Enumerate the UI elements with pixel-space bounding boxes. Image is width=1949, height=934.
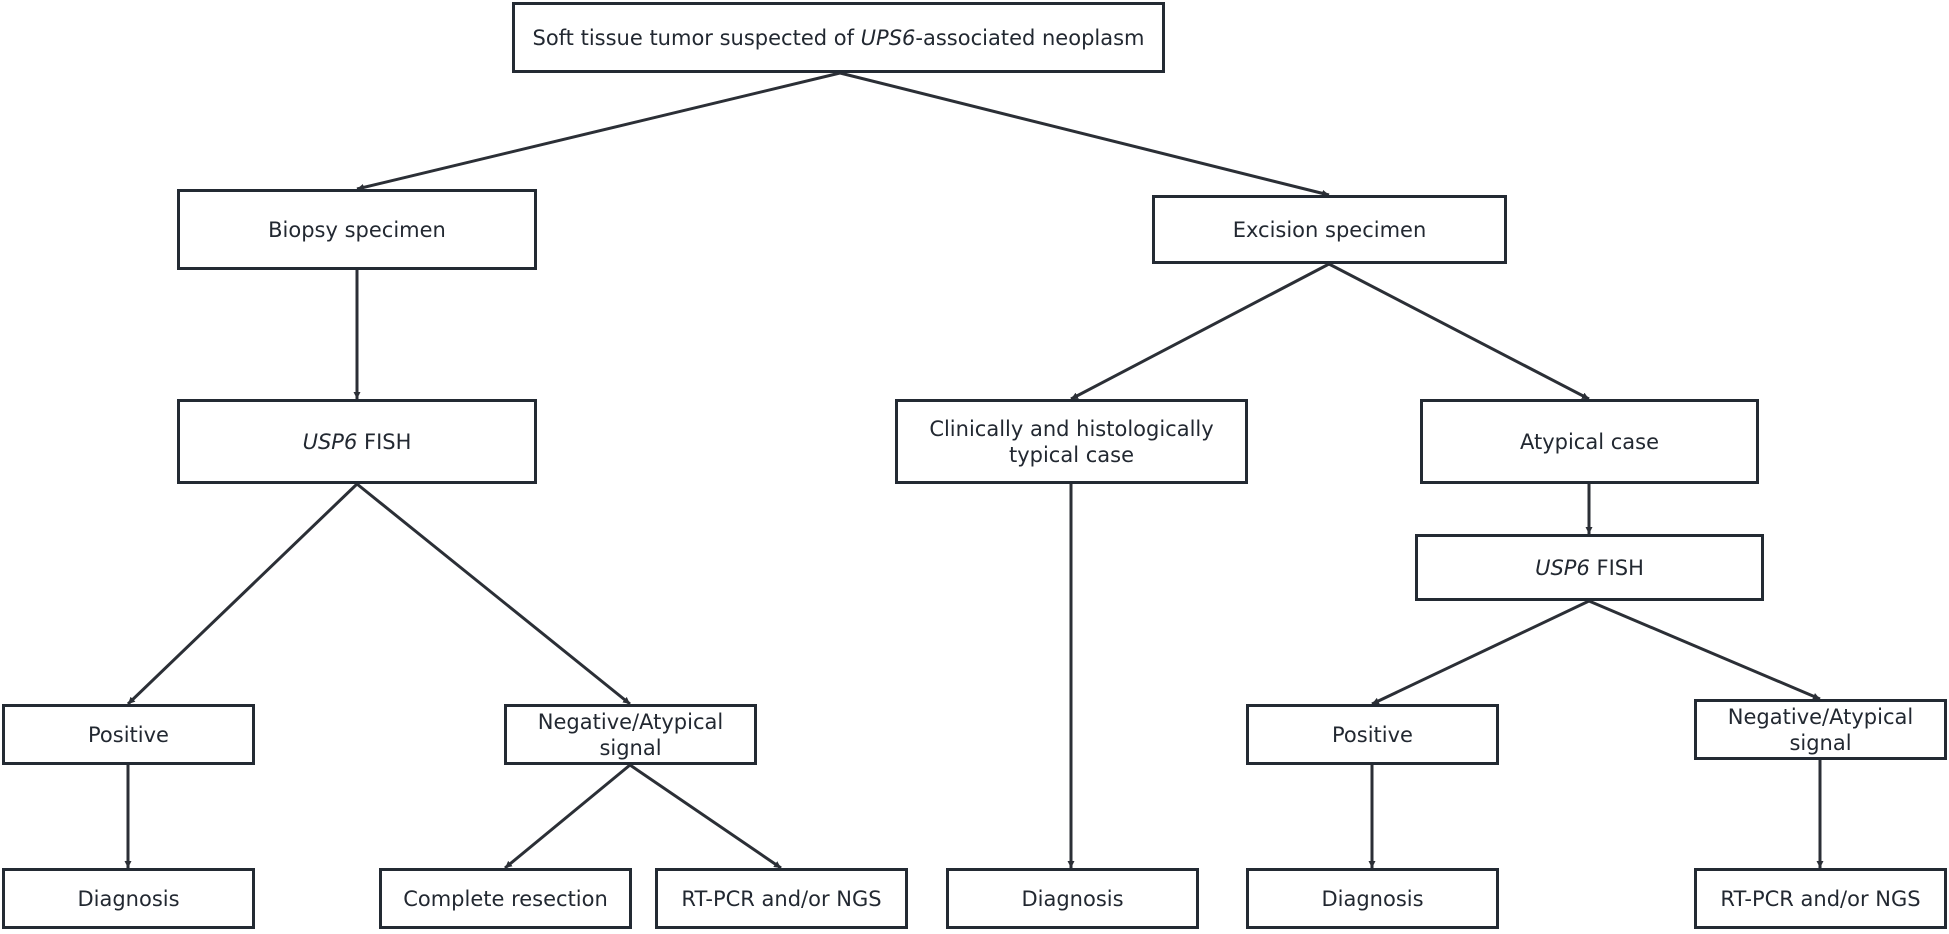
- arrow-excision-to-typical: [1070, 262, 1330, 401]
- diagnosis-middle-label: Diagnosis: [1021, 886, 1124, 911]
- typical-case-node: Clinically and histologically typical ca…: [895, 399, 1248, 484]
- rt-pcr-ngs-right-node: RT-PCR and/or NGS: [1694, 868, 1947, 929]
- arrow-excision-to-atypical: [1328, 262, 1590, 401]
- usp6-fish-left-label: USP6 FISH: [302, 429, 412, 454]
- atypical-case-label: Atypical case: [1519, 429, 1660, 454]
- arrow-root-to-biopsy: [356, 71, 841, 191]
- arrow-root-to-excision: [839, 71, 1330, 197]
- arrow-negative-to-resection: [504, 763, 631, 870]
- rt-pcr-ngs-left-label: RT-PCR and/or NGS: [681, 886, 882, 911]
- complete-resection-node: Complete resection: [379, 868, 632, 929]
- biopsy-specimen-node: Biopsy specimen: [177, 189, 537, 270]
- negative-atypical-right-node: Negative/Atypical signal: [1694, 699, 1947, 760]
- root-node-label: Soft tissue tumor suspected of UPS6-asso…: [532, 25, 1145, 50]
- arrow-negative-to-rtpcr: [629, 763, 782, 870]
- usp6-fish-right-label: USP6 FISH: [1535, 555, 1644, 580]
- positive-left-label: Positive: [88, 722, 169, 747]
- positive-right-label: Positive: [1332, 722, 1413, 747]
- positive-left-node: Positive: [2, 704, 255, 765]
- negative-atypical-left-label: Negative/Atypical signal: [537, 709, 724, 760]
- negative-atypical-right-label: Negative/Atypical signal: [1727, 704, 1914, 755]
- arrow-fish-left-to-positive: [126, 482, 359, 706]
- diagnosis-left-label: Diagnosis: [77, 886, 180, 911]
- diagnosis-right-label: Diagnosis: [1321, 886, 1424, 911]
- diagnosis-middle-node: Diagnosis: [946, 868, 1199, 929]
- typical-case-label: Clinically and histologically typical ca…: [929, 416, 1214, 467]
- arrow-fish-right-to-positive: [1371, 599, 1590, 706]
- usp6-fish-right-node: USP6 FISH: [1415, 534, 1764, 601]
- arrow-fish-left-to-negative: [356, 482, 631, 706]
- usp6-fish-left-node: USP6 FISH: [177, 399, 537, 484]
- atypical-case-node: Atypical case: [1420, 399, 1759, 484]
- arrow-fish-right-to-negative: [1588, 599, 1821, 701]
- biopsy-specimen-label: Biopsy specimen: [268, 217, 446, 242]
- rt-pcr-ngs-left-node: RT-PCR and/or NGS: [655, 868, 908, 929]
- negative-atypical-left-node: Negative/Atypical signal: [504, 704, 757, 765]
- excision-specimen-label: Excision specimen: [1232, 217, 1427, 242]
- diagnosis-right-node: Diagnosis: [1246, 868, 1499, 929]
- positive-right-node: Positive: [1246, 704, 1499, 765]
- excision-specimen-node: Excision specimen: [1152, 195, 1507, 264]
- diagnosis-left-node: Diagnosis: [2, 868, 255, 929]
- root-node: Soft tissue tumor suspected of UPS6-asso…: [512, 2, 1165, 73]
- rt-pcr-ngs-right-label: RT-PCR and/or NGS: [1720, 886, 1921, 911]
- complete-resection-label: Complete resection: [403, 886, 608, 911]
